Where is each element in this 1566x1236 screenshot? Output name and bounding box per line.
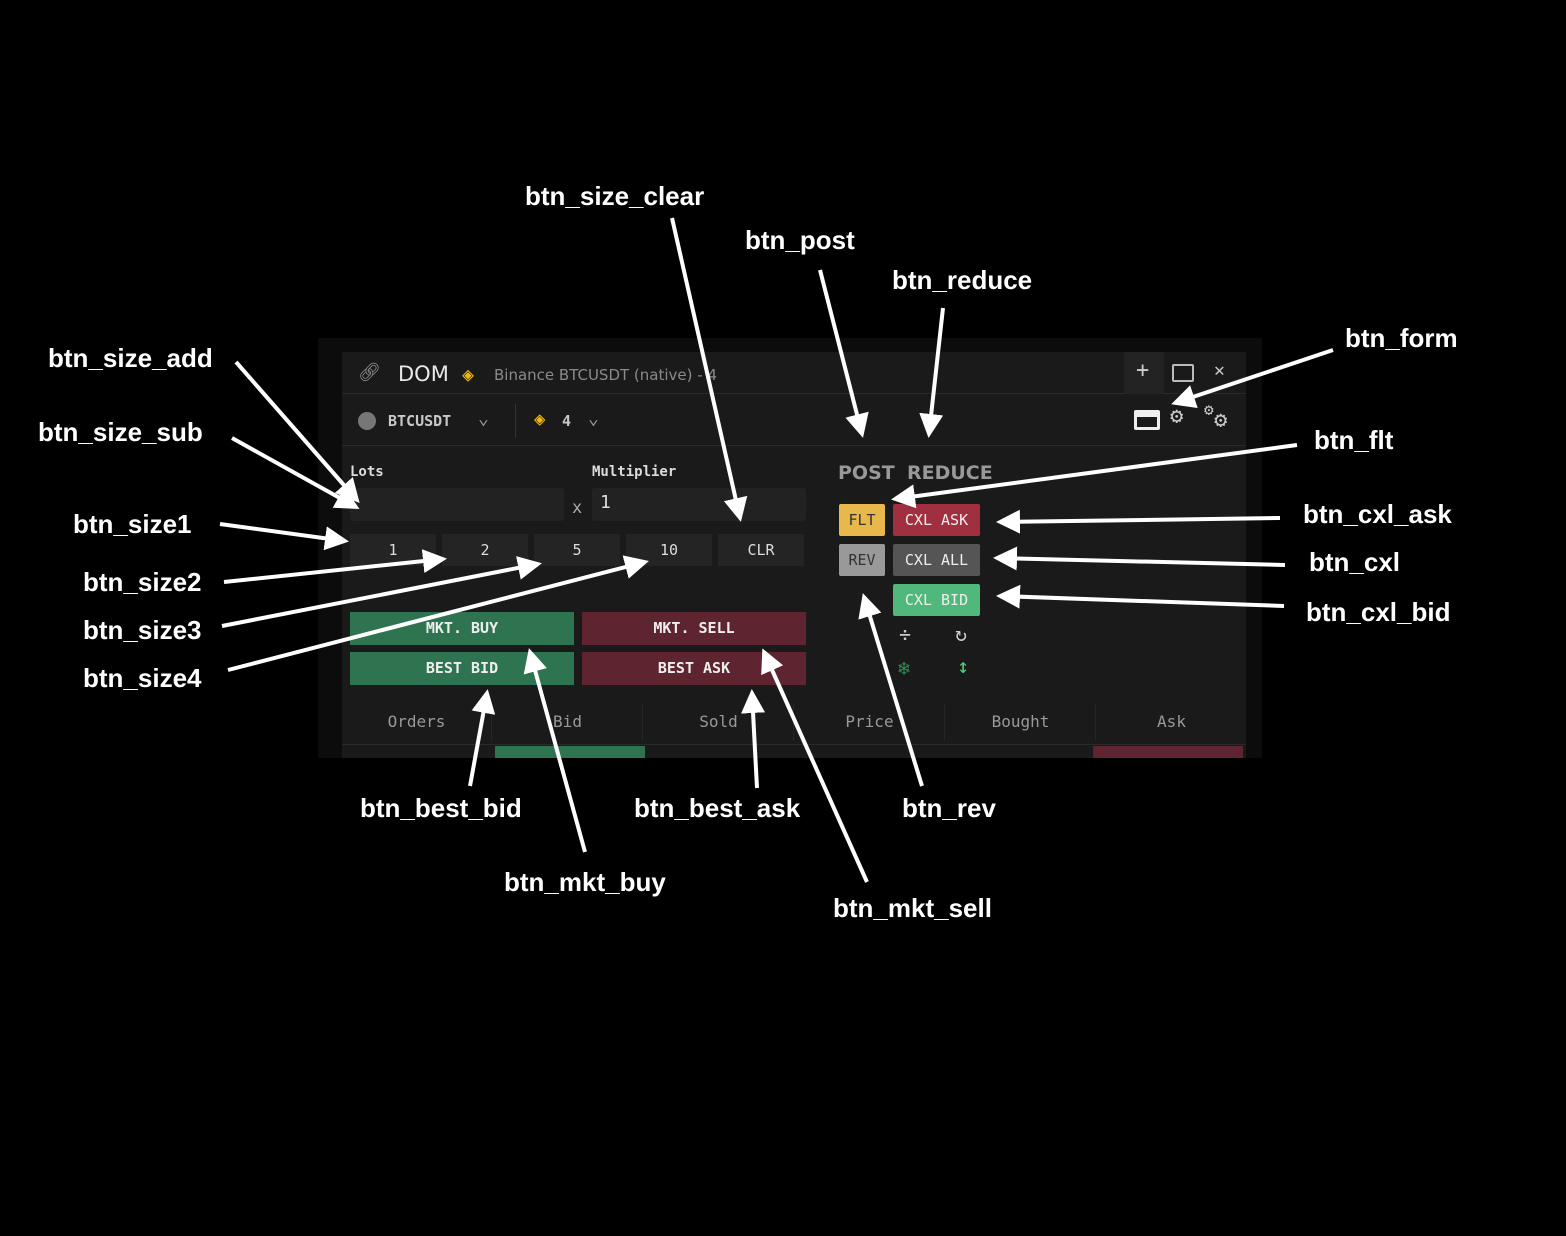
label-btn-mkt-sell: btn_mkt_sell bbox=[833, 893, 992, 923]
size-clear-button[interactable]: CLR bbox=[718, 534, 804, 566]
binance-icon: ◈ bbox=[534, 408, 546, 430]
divider bbox=[342, 744, 1246, 745]
label-btn-best-bid: btn_best_bid bbox=[360, 793, 522, 823]
add-button[interactable]: + bbox=[1124, 352, 1164, 394]
toolbar: BTCUSDT ⌄ ◈ 4 ⌄ ⚙ ⚙ ⚙ bbox=[342, 394, 1246, 446]
size-5-button[interactable]: 5 bbox=[534, 534, 620, 566]
arrow-size-sub bbox=[231, 436, 360, 509]
arrow-form bbox=[1171, 348, 1334, 409]
bid-row-bar bbox=[495, 746, 645, 758]
cancel-ask-button[interactable]: CXL ASK bbox=[893, 504, 980, 536]
column-bought[interactable]: Bought bbox=[946, 704, 1096, 740]
label-btn-rev: btn_rev bbox=[902, 793, 996, 823]
market-sell-button[interactable]: MKT. SELL bbox=[582, 612, 806, 645]
label-btn-form: btn_form bbox=[1345, 323, 1458, 353]
flt-button[interactable]: FLT bbox=[839, 504, 885, 536]
column-orders[interactable]: Orders bbox=[342, 704, 492, 740]
account-select[interactable]: 4 bbox=[562, 412, 572, 430]
link-icon[interactable]: 🔗︎ bbox=[358, 362, 381, 383]
arrow-rev bbox=[858, 593, 924, 787]
chevron-down-icon[interactable]: ⌄ bbox=[588, 408, 599, 429]
arrow-mkt-buy bbox=[523, 648, 587, 853]
chevron-down-icon[interactable]: ⌄ bbox=[478, 408, 489, 429]
lots-input[interactable] bbox=[350, 488, 564, 521]
times-label: x bbox=[572, 498, 583, 518]
plus-icon: + bbox=[1136, 358, 1150, 383]
arrow-mkt-sell bbox=[761, 648, 869, 883]
label-btn-cxl-ask: btn_cxl_ask bbox=[1303, 499, 1452, 529]
close-icon[interactable]: ✕ bbox=[1214, 360, 1225, 381]
arrow-size4 bbox=[227, 555, 649, 672]
column-ask[interactable]: Ask bbox=[1097, 704, 1246, 740]
column-price[interactable]: Price bbox=[795, 704, 945, 740]
label-btn-size4: btn_size4 bbox=[83, 663, 202, 693]
gear-icon[interactable]: ⚙ bbox=[1170, 404, 1184, 429]
post-toggle[interactable]: POST bbox=[838, 462, 895, 484]
label-btn-cxl: btn_cxl bbox=[1309, 547, 1401, 577]
binance-icon: ◈ bbox=[462, 362, 475, 386]
bitcoin-icon bbox=[358, 412, 376, 430]
arrow-cxl-bid bbox=[996, 584, 1285, 609]
window-title: DOM bbox=[398, 362, 449, 386]
form-icon[interactable] bbox=[1134, 410, 1160, 430]
maximize-icon[interactable] bbox=[1172, 364, 1194, 382]
arrow-reduce bbox=[919, 307, 945, 438]
reduce-toggle[interactable]: REDUCE bbox=[907, 462, 993, 484]
snowflake-icon[interactable]: ❄ bbox=[898, 656, 911, 680]
title-bar: 🔗︎ DOM ◈ Binance BTCUSDT (native) - 4 + … bbox=[342, 352, 1246, 394]
label-btn-size-clear: btn_size_clear bbox=[525, 181, 705, 211]
label-btn-mkt-buy: btn_mkt_buy bbox=[504, 867, 666, 897]
column-bid[interactable]: Bid bbox=[493, 704, 643, 740]
arrow-best-bid bbox=[468, 689, 496, 787]
rev-button[interactable]: REV bbox=[839, 544, 885, 576]
arrow-post bbox=[818, 269, 869, 438]
arrow-size3 bbox=[221, 556, 542, 628]
vertical-arrows-icon[interactable]: ↕ bbox=[957, 654, 970, 678]
symbol-select[interactable]: BTCUSDT bbox=[388, 412, 452, 430]
lots-label: Lots bbox=[350, 464, 384, 480]
arrow-size-clear bbox=[670, 217, 748, 522]
cancel-bid-button[interactable]: CXL BID bbox=[893, 584, 980, 616]
divider bbox=[515, 404, 516, 438]
label-btn-size2: btn_size2 bbox=[83, 567, 202, 597]
label-btn-reduce: btn_reduce bbox=[892, 265, 1033, 295]
refresh-icon[interactable]: ↻ bbox=[955, 622, 968, 646]
label-btn-best-ask: btn_best_ask bbox=[634, 793, 801, 823]
arrow-cxl bbox=[993, 546, 1286, 571]
label-btn-flt: btn_flt bbox=[1314, 425, 1394, 455]
label-btn-size-add: btn_size_add bbox=[48, 343, 213, 373]
arrow-size2 bbox=[223, 549, 447, 584]
cancel-all-button[interactable]: CXL ALL bbox=[893, 544, 980, 576]
arrow-flt bbox=[891, 443, 1298, 509]
label-btn-size1: btn_size1 bbox=[73, 509, 192, 539]
ask-row-bar bbox=[1093, 746, 1243, 758]
gears-icon-large[interactable]: ⚙ bbox=[1214, 408, 1228, 433]
label-btn-cxl-bid: btn_cxl_bid bbox=[1306, 597, 1451, 627]
size-2-button[interactable]: 2 bbox=[442, 534, 528, 566]
multiplier-label: Multiplier bbox=[592, 464, 677, 480]
window-subtitle: Binance BTCUSDT (native) - 4 bbox=[494, 366, 717, 384]
label-btn-size3: btn_size3 bbox=[83, 615, 202, 645]
gears-icon[interactable]: ⚙ bbox=[1204, 400, 1214, 419]
arrow-best-ask bbox=[741, 689, 766, 789]
dom-window: 🔗︎ DOM ◈ Binance BTCUSDT (native) - 4 + … bbox=[342, 352, 1246, 758]
divide-icon[interactable]: ÷ bbox=[899, 622, 912, 646]
arrow-cxl-ask bbox=[996, 509, 1281, 534]
arrow-size-add bbox=[234, 360, 360, 504]
arrow-size1 bbox=[219, 522, 349, 551]
multiplier-input[interactable]: 1 bbox=[592, 488, 806, 521]
label-btn-size-sub: btn_size_sub bbox=[38, 417, 203, 447]
label-btn-post: btn_post bbox=[745, 225, 855, 255]
